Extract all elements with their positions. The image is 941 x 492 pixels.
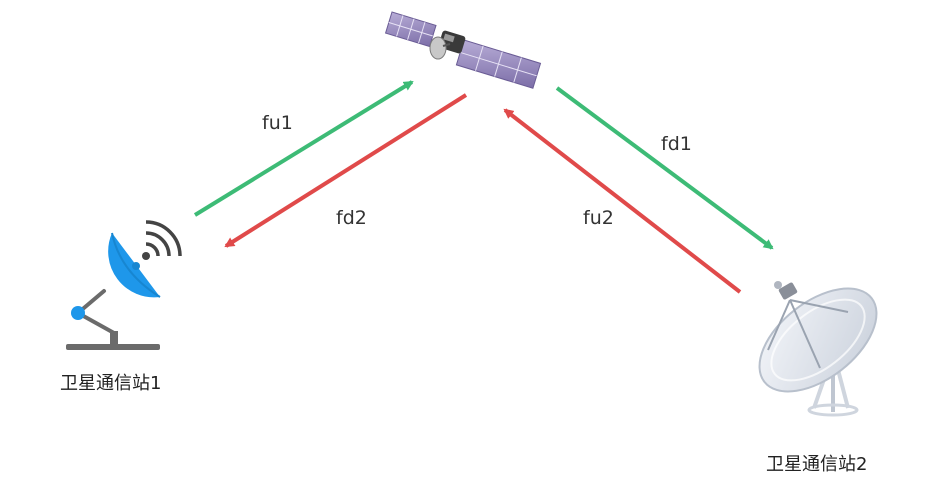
parabolic-antenna-icon [741, 268, 895, 415]
label-fd2: fd2 [336, 207, 367, 229]
label-fu2: fu2 [583, 207, 614, 229]
satellite-icon [386, 12, 541, 88]
label-fu1: fu1 [262, 112, 293, 134]
satellite-dish-blue-icon [66, 233, 160, 350]
signal-waves-icon [142, 222, 180, 260]
station2-label: 卫星通信站2 [766, 454, 867, 475]
label-fd1: fd1 [661, 133, 692, 155]
station1-label: 卫星通信站1 [60, 373, 161, 394]
